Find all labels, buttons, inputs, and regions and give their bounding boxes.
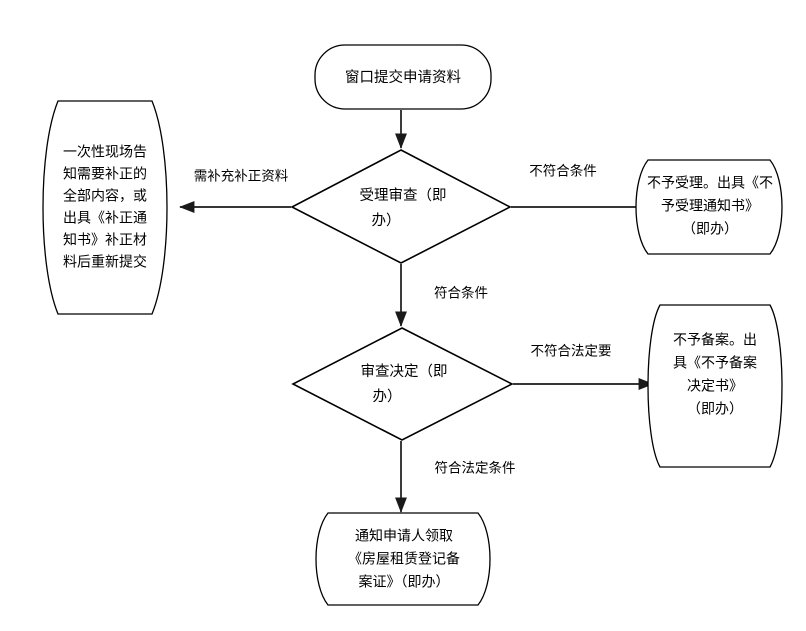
approval-decision-label-line-1: 审查决定（即 — [361, 363, 448, 380]
review-decision-label-line-2: 办） — [372, 212, 401, 229]
reject-record-label-line-3: 决定书》 — [687, 378, 743, 394]
node-correction[interactable]: 一次性现场告 知需要补正的 全部内容，或 出具《补正通 知书》补正材 料后重新提… — [42, 100, 168, 315]
node-reject-acceptance[interactable]: 不予受理。出具《不 予受理通知书》 （即办） — [635, 159, 783, 255]
approval-decision-shape — [291, 327, 514, 441]
notify-collect-label-line-2: 《房屋租赁登记备 — [348, 551, 460, 567]
start-label-line-1: 窗口提交申请资料 — [345, 68, 461, 86]
correction-label-line-2: 知需要补正的 — [63, 166, 147, 182]
edge-label-review-to-reject-accept: 不符合条件 — [529, 163, 597, 179]
correction-label-line-1: 一次性现场告 — [63, 144, 147, 160]
reject-acceptance-shape — [635, 159, 783, 255]
reject-acceptance-label-line-2: 予受理通知书》 — [661, 198, 759, 214]
notify-collect-label-line-3: 案证》（即办） — [359, 574, 450, 590]
node-reject-record[interactable]: 不予备案。出 具《不予备案 决定书》 （即办） — [647, 304, 783, 468]
approval-decision-label-line-2: 办） — [373, 388, 402, 405]
node-start[interactable]: 窗口提交申请资料 — [314, 44, 492, 110]
notify-collect-shape — [315, 512, 491, 606]
correction-shape — [42, 100, 168, 315]
edge-label-approval-to-reject-record: 不符合法定要 — [531, 344, 612, 359]
node-approval-decision[interactable]: 审查决定（即 办） — [291, 327, 514, 441]
reject-acceptance-label-line-3: （即办） — [682, 221, 738, 237]
reject-acceptance-label-line-1: 不予受理。出具《不 — [647, 175, 773, 191]
reject-record-label-line-2: 具《不予备案 — [673, 355, 757, 371]
correction-label-line-5: 知书》补正材 — [63, 232, 147, 248]
edge-label-review-to-correction: 需补充补正资料 — [194, 169, 289, 184]
correction-label-line-4: 出具《补正通 — [63, 210, 147, 226]
correction-label-line-6: 料后重新提交 — [63, 254, 147, 270]
node-review-decision[interactable]: 受理审查（即 办） — [290, 149, 512, 264]
reject-record-label-line-4: （即办） — [687, 401, 743, 417]
correction-label-line-3: 全部内容，或 — [63, 188, 147, 204]
edge-label-review-to-approval: 符合条件 — [434, 285, 488, 301]
review-decision-shape — [290, 149, 512, 264]
reject-record-shape — [647, 304, 783, 468]
node-notify-collect[interactable]: 通知申请人领取 《房屋租赁登记备 案证》（即办） — [315, 512, 491, 606]
start-shape — [314, 44, 492, 110]
edge-label-approval-to-notify: 符合法定条件 — [435, 460, 516, 476]
notify-collect-label-line-1: 通知申请人领取 — [355, 528, 453, 544]
reject-record-label-line-1: 不予备案。出 — [673, 332, 757, 348]
review-decision-label-line-1: 受理审查（即 — [360, 187, 447, 204]
